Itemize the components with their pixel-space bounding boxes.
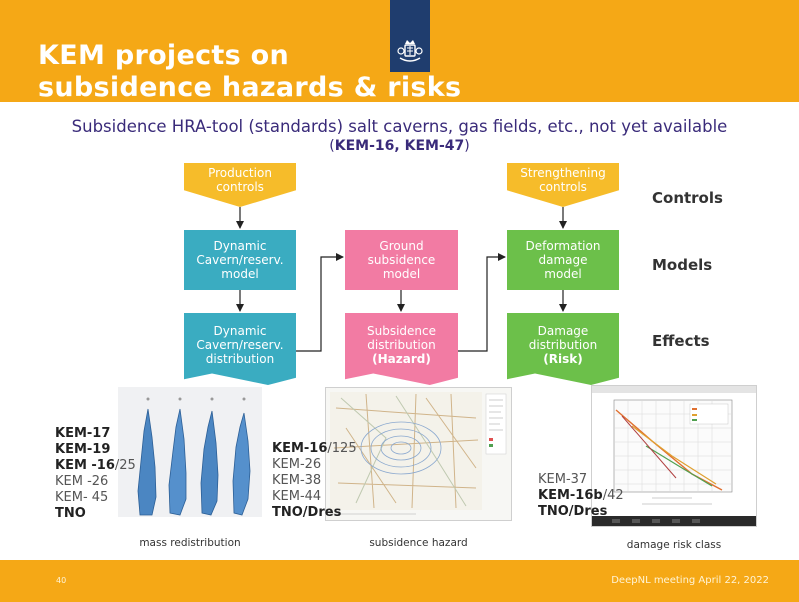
- left-project-list: KEM-17 KEM-19 KEM -16/25 KEM -26 KEM- 45…: [55, 426, 136, 522]
- caption-damage-risk-class: damage risk class: [626, 539, 722, 551]
- project-item: KEM- 45: [55, 490, 136, 506]
- hazard-tag: (Hazard): [372, 352, 431, 366]
- project-item: KEM-44: [272, 489, 357, 505]
- caption-subsidence-hazard: subsidence hazard: [369, 537, 468, 549]
- damage-distribution-box: Damage distribution(Risk): [507, 313, 619, 385]
- project-code-suffix: /125: [327, 441, 357, 456]
- project-code-suffix: KEM -26: [55, 474, 109, 489]
- project-item: KEM-19: [55, 442, 136, 458]
- project-code: TNO: [55, 506, 86, 521]
- damage-risk-chart-graphic: [592, 386, 756, 526]
- project-code: KEM-16b: [538, 488, 603, 503]
- ground-subsidence-model-box: Ground subsidence model: [345, 230, 458, 290]
- project-item: TNO/Dres: [538, 504, 624, 520]
- right-project-list: KEM-37 KEM-16b/42 TNO/Dres: [538, 472, 624, 520]
- government-logo: [390, 0, 430, 72]
- arrow-distribution-to-ground: [296, 253, 344, 352]
- damage-distribution-label: Damage distribution: [528, 324, 598, 352]
- project-code-suffix: KEM-37: [538, 472, 588, 487]
- dynamic-model-label: Dynamic Cavern/reserv. model: [196, 239, 284, 281]
- project-item: KEM-16/125: [272, 441, 357, 457]
- deformation-damage-model-box: Deformation damage model: [507, 230, 619, 290]
- page-number: 40: [56, 576, 67, 585]
- project-code: TNO/Dres: [538, 504, 608, 519]
- project-code: KEM-16: [272, 441, 328, 456]
- slide-title-line2: subsidence hazards & risks: [38, 72, 462, 103]
- project-item: KEM -26: [55, 474, 136, 490]
- project-item: KEM-26: [272, 457, 357, 473]
- project-item: KEM-38: [272, 473, 357, 489]
- row-label-effects: Effects: [652, 332, 710, 350]
- ground-model-label: Ground subsidence model: [367, 239, 436, 281]
- project-item: KEM-16b/42: [538, 488, 624, 504]
- subtitle-line: Subsidence HRA-tool (standards) salt cav…: [71, 117, 728, 136]
- dynamic-distribution-label: Dynamic Cavern/reserv. distribution: [196, 324, 284, 366]
- middle-project-list: KEM-16/125 KEM-26 KEM-38 KEM-44 TNO/Dres: [272, 441, 357, 521]
- project-code-suffix: KEM-44: [272, 489, 322, 504]
- cavern-shapes-image: [118, 387, 262, 517]
- row-label-controls: Controls: [652, 189, 723, 207]
- subtitle-kem-codes: KEM-16, KEM-47: [334, 138, 465, 154]
- subsidence-map-image: [325, 387, 512, 521]
- project-item: KEM-17: [55, 426, 136, 442]
- royal-coat-of-arms-icon: [397, 40, 423, 62]
- footer-text: DeepNL meeting April 22, 2022: [611, 575, 769, 586]
- deformation-model-label: Deformation damage model: [525, 239, 601, 281]
- paren-open: (: [329, 138, 335, 154]
- project-code: KEM-19: [55, 442, 111, 457]
- project-code-suffix: KEM-26: [272, 457, 322, 472]
- project-code: TNO/Dres: [272, 505, 342, 520]
- production-controls-label: Production controls: [208, 166, 272, 194]
- project-code-suffix: KEM-38: [272, 473, 322, 488]
- paren-close: ): [464, 138, 470, 154]
- row-label-models: Models: [652, 256, 713, 274]
- footer-bar: [0, 560, 799, 602]
- project-code-suffix: KEM- 45: [55, 490, 109, 505]
- subtitle-references: (KEM-16, KEM-47): [0, 138, 799, 154]
- project-code: KEM-17: [55, 426, 111, 441]
- subsidence-distribution-box: Subsidence distribution(Hazard): [345, 313, 458, 385]
- project-item: TNO/Dres: [272, 505, 357, 521]
- damage-risk-chart-image: [591, 385, 757, 527]
- slide-title-line1: KEM projects on: [38, 40, 290, 71]
- project-item: KEM -16/25: [55, 458, 136, 474]
- dynamic-distribution-box: Dynamic Cavern/reserv. distribution: [184, 313, 296, 385]
- project-code: KEM -16: [55, 458, 115, 473]
- project-item: KEM-37: [538, 472, 624, 488]
- strengthening-controls-label: Strengthening controls: [520, 166, 606, 194]
- dynamic-model-box: Dynamic Cavern/reserv. model: [184, 230, 296, 290]
- project-item: TNO: [55, 506, 136, 522]
- subsidence-distribution-label: Subsidence distribution: [366, 324, 436, 352]
- risk-tag: (Risk): [543, 352, 583, 366]
- project-code-suffix: /42: [602, 488, 624, 503]
- arrow-subsidence-to-deformation: [458, 253, 506, 352]
- caption-mass-redistribution: mass redistribution: [139, 537, 241, 549]
- subsidence-map-graphic: [330, 392, 507, 515]
- cavern-shapes-graphic: [137, 397, 251, 516]
- project-code-suffix: /25: [114, 458, 136, 473]
